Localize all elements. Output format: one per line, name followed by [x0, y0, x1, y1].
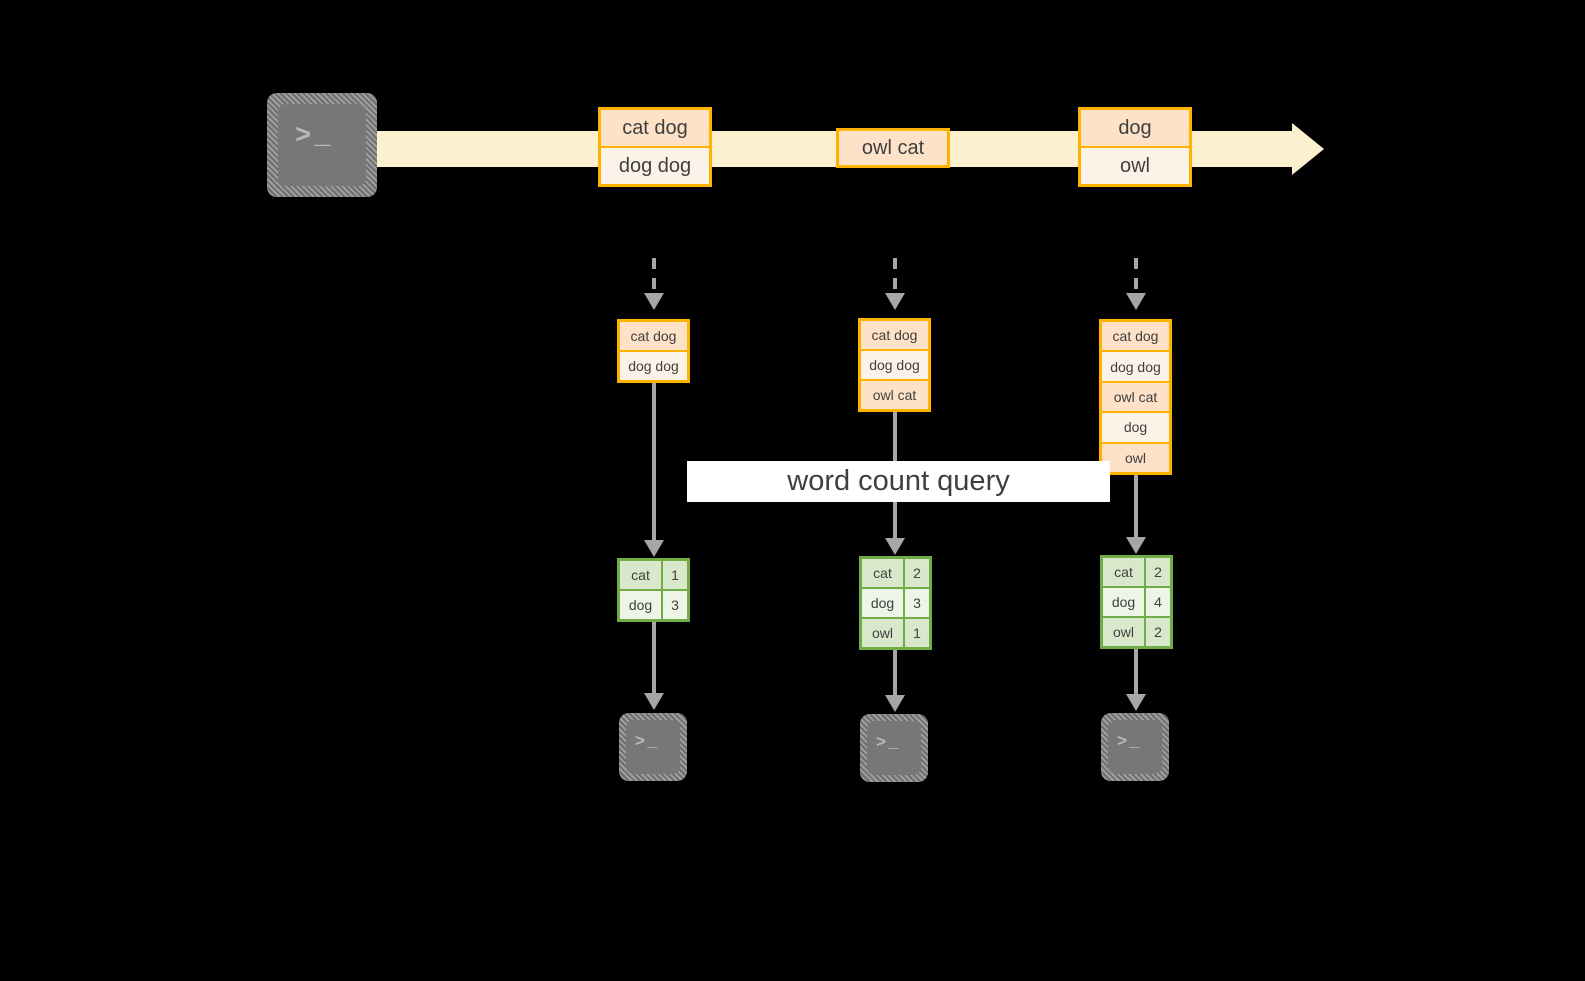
- table-row: cat 2: [862, 559, 929, 587]
- result-table-2[interactable]: cat 2 dog 3 owl 1: [859, 556, 932, 650]
- result-word: owl: [1103, 618, 1146, 646]
- snapshot-tick-2: [893, 258, 897, 296]
- result-word: cat: [862, 559, 905, 587]
- stream-record: cat dog: [601, 110, 709, 146]
- buffer-record: dog dog: [1102, 350, 1169, 381]
- table-row: dog 3: [620, 589, 687, 619]
- icon-face: [1108, 720, 1162, 774]
- buffer-record: dog dog: [620, 350, 687, 380]
- stream-record: dog dog: [601, 146, 709, 184]
- stream-arrowhead: [1292, 123, 1324, 175]
- sink-terminal-icon-2[interactable]: >_: [860, 714, 928, 782]
- source-terminal-icon[interactable]: >_: [267, 93, 377, 197]
- stream-group-3[interactable]: dog owl: [1078, 107, 1192, 187]
- stream-record: owl cat: [839, 131, 947, 165]
- result-table-3[interactable]: cat 2 dog 4 owl 2: [1100, 555, 1173, 649]
- buffer-record: cat dog: [620, 322, 687, 350]
- result-word: owl: [862, 619, 905, 647]
- result-word: dog: [1103, 588, 1146, 616]
- query-flow-3: [1134, 475, 1138, 545]
- result-flow-1: [652, 622, 656, 698]
- result-word: dog: [620, 591, 663, 619]
- result-table-1[interactable]: cat 1 dog 3: [617, 558, 690, 622]
- snapshot-buffer-1[interactable]: cat dog dog dog: [617, 319, 690, 383]
- result-count: 2: [913, 565, 921, 581]
- stream-group-1[interactable]: cat dog dog dog: [598, 107, 712, 187]
- buffer-record: dog dog: [861, 349, 928, 379]
- table-row: cat 1: [620, 561, 687, 589]
- result-count: 2: [1154, 624, 1162, 640]
- result-word: dog: [862, 589, 905, 617]
- table-row: owl 2: [1103, 616, 1170, 646]
- result-word: cat: [1103, 558, 1146, 586]
- icon-face: [278, 104, 366, 186]
- stream-group-2[interactable]: owl cat: [836, 128, 950, 168]
- result-count: 3: [913, 595, 921, 611]
- table-row: dog 3: [862, 587, 929, 617]
- query-flow-arrowhead-3: [1126, 537, 1146, 554]
- result-count: 1: [913, 625, 921, 641]
- snapshot-buffer-3[interactable]: cat dog dog dog owl cat dog owl: [1099, 319, 1172, 475]
- result-flow-2: [893, 650, 897, 698]
- buffer-record: owl cat: [861, 379, 928, 409]
- sink-terminal-icon-1[interactable]: >_: [619, 713, 687, 781]
- prompt-glyph: >_: [635, 733, 660, 752]
- stream-record: owl: [1081, 146, 1189, 184]
- result-count: 2: [1154, 564, 1162, 580]
- buffer-record: owl cat: [1102, 380, 1169, 412]
- snapshot-tick-arrowhead-1: [644, 293, 664, 310]
- result-flow-arrowhead-3: [1126, 694, 1146, 711]
- prompt-glyph: >_: [295, 122, 334, 152]
- prompt-glyph: >_: [876, 734, 901, 753]
- result-count: 1: [671, 567, 679, 583]
- prompt-glyph: >_: [1117, 733, 1142, 752]
- result-flow-3: [1134, 649, 1138, 697]
- query-flow-1: [652, 383, 656, 548]
- query-flow-arrowhead-1: [644, 540, 664, 557]
- stream-record: dog: [1081, 110, 1189, 146]
- snapshot-buffer-2[interactable]: cat dog dog dog owl cat: [858, 318, 931, 412]
- icon-face: [626, 720, 680, 774]
- sink-terminal-icon-3[interactable]: >_: [1101, 713, 1169, 781]
- table-row: cat 2: [1103, 558, 1170, 586]
- table-row: dog 4: [1103, 586, 1170, 616]
- query-label-band: word count query: [687, 461, 1110, 502]
- snapshot-tick-1: [652, 258, 656, 296]
- buffer-record: dog: [1102, 411, 1169, 442]
- result-count: 4: [1154, 594, 1162, 610]
- result-count: 3: [671, 597, 679, 613]
- table-row: owl 1: [862, 617, 929, 647]
- snapshot-tick-arrowhead-3: [1126, 293, 1146, 310]
- snapshot-tick-3: [1134, 258, 1138, 296]
- query-flow-arrowhead-2: [885, 538, 905, 555]
- result-word: cat: [620, 561, 663, 589]
- buffer-record: cat dog: [861, 321, 928, 349]
- page-title: word count query: [787, 465, 1010, 497]
- buffer-record: owl: [1102, 441, 1169, 473]
- icon-face: [867, 721, 921, 775]
- result-flow-arrowhead-2: [885, 695, 905, 712]
- snapshot-tick-arrowhead-2: [885, 293, 905, 310]
- result-flow-arrowhead-1: [644, 693, 664, 710]
- buffer-record: cat dog: [1102, 322, 1169, 351]
